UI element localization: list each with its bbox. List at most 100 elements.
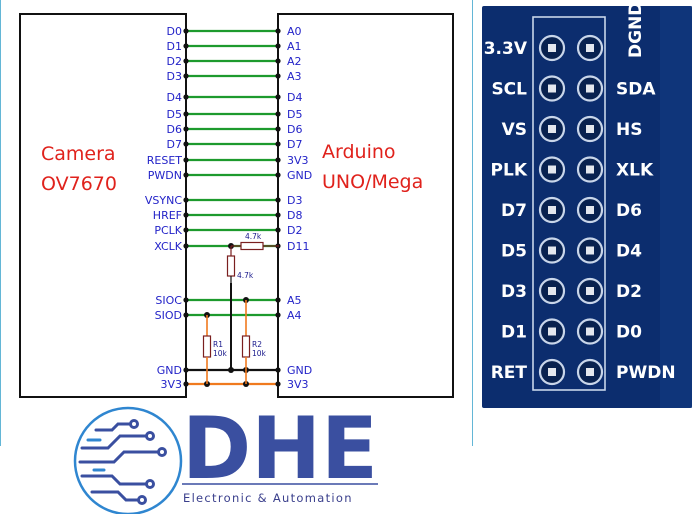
camera-pin-label: XCLK: [154, 240, 183, 253]
arduino-pin-dot: [275, 172, 281, 178]
header-left-label: RET: [491, 363, 528, 383]
logo-letters: DHE: [182, 399, 378, 499]
header-pin: [586, 206, 594, 214]
arduino-pin-label: D3: [287, 194, 302, 207]
camera-pin-label: PWDN: [148, 169, 182, 182]
camera-pin-label: SIOD: [155, 309, 182, 322]
camera-pin-dot: [183, 312, 189, 318]
header-pin: [586, 125, 594, 133]
camera-pin-label: D0: [167, 25, 182, 38]
header-right-label: D6: [616, 201, 642, 221]
arduino-pin-dot: [275, 111, 281, 117]
arduino-pin-dot: [275, 227, 281, 233]
camera-pin-dot: [183, 94, 189, 100]
arduino-pin-label: D2: [287, 224, 302, 237]
arduino-pin-label: A5: [287, 294, 302, 307]
camera-pin-label: RESET: [147, 154, 183, 167]
header-pin: [586, 327, 594, 336]
camera-pin-label: GND: [157, 364, 182, 377]
camera-pin-label: D1: [167, 40, 182, 53]
arduino-pin-dot: [275, 58, 281, 64]
arduino-pin-dot: [275, 28, 281, 34]
arduino-pin-dot: [275, 141, 281, 147]
camera-pin-dot: [183, 197, 189, 203]
arduino-pin-label: A4: [287, 309, 302, 322]
arduino-pin-dot: [275, 157, 281, 163]
arduino-pin-dot: [275, 212, 281, 218]
camera-pin-dot: [183, 243, 189, 249]
camera-pin-label: D7: [167, 138, 182, 151]
arduino-pin-dot: [275, 381, 281, 387]
header-left-label: D1: [501, 323, 527, 343]
i2c-pullup-network: R1 10k R2 10k: [202, 300, 267, 384]
arduino-pin-label: D7: [287, 138, 302, 151]
header-pin: [548, 44, 556, 52]
camera-pin-dot: [183, 43, 189, 49]
arduino-pin-dot: [275, 94, 281, 100]
arduino-pin-dot: [275, 297, 281, 303]
arduino-model: UNO/Mega: [322, 171, 423, 193]
camera-pin-dot: [183, 381, 189, 387]
dhe-logo: DHE Electronic & Automation: [73, 399, 378, 514]
camera-pin-dot: [183, 212, 189, 218]
header-pin-grid: [538, 34, 604, 386]
camera-pin-dot: [183, 58, 189, 64]
xclk-resistor-network: 4.7k 4.7k: [226, 232, 279, 372]
header-right-label: D0: [616, 323, 642, 343]
camera-pin-label: 3V3: [160, 378, 182, 391]
camera-pin-label: D4: [167, 91, 182, 104]
header-pin: [586, 246, 594, 255]
camera-pin-dot: [183, 28, 189, 34]
header-right-label: XLK: [616, 161, 654, 181]
header-board-edge: [660, 6, 692, 408]
arduino-pin-label: 3V3: [287, 154, 309, 167]
camera-pin-label: SIOC: [155, 294, 182, 307]
arduino-pin-label: D11: [287, 240, 309, 253]
arduino-board-box: [277, 13, 454, 398]
camera-pin-label: D6: [167, 123, 182, 136]
wire-group: [183, 28, 281, 387]
circuit-emblem: [73, 406, 183, 514]
camera-pin-label: PCLK: [154, 224, 182, 237]
xclk-divider-resistor: [226, 255, 236, 277]
arduino-pin-label: GND: [287, 364, 312, 377]
header-left-label: 3.3V: [484, 39, 528, 59]
r2-name: R2: [252, 340, 262, 349]
header-pin: [548, 125, 556, 133]
xclk-series-resistor-value: 4.7k: [245, 232, 262, 241]
header-pin: [548, 327, 556, 336]
arduino-pin-dot: [275, 73, 281, 79]
header-pin: [586, 165, 594, 174]
camera-model: OV7670: [41, 173, 117, 195]
camera-pin-dot: [183, 172, 189, 178]
arduino-pin-dot: [275, 197, 281, 203]
header-pin: [586, 44, 594, 52]
camera-pin-dot: [183, 73, 189, 79]
camera-pin-dot: [183, 111, 189, 117]
header-pin: [586, 84, 594, 93]
header-pin: [548, 368, 556, 376]
camera-module-box: [19, 13, 187, 398]
r1-value: 10k: [213, 349, 228, 358]
camera-pin-dot: [183, 141, 189, 147]
header-right-label: DGND: [626, 2, 646, 58]
r2-resistor: [241, 335, 251, 358]
header-pin: [548, 287, 556, 295]
header-outline: [532, 16, 606, 391]
camera-pin-label: HREF: [153, 209, 182, 222]
arduino-title: Arduino: [322, 141, 396, 163]
header-left-label: VS: [502, 120, 527, 140]
camera-pin-label: D2: [167, 55, 182, 68]
header-right-label: D2: [616, 282, 642, 302]
header-pin: [548, 206, 556, 214]
header-pin: [548, 84, 556, 93]
header-pin: [586, 287, 594, 295]
arduino-pin-label: A1: [287, 40, 302, 53]
camera-pin-dot: [183, 126, 189, 132]
header-pin: [586, 368, 594, 376]
arduino-pin-label: A3: [287, 70, 302, 83]
